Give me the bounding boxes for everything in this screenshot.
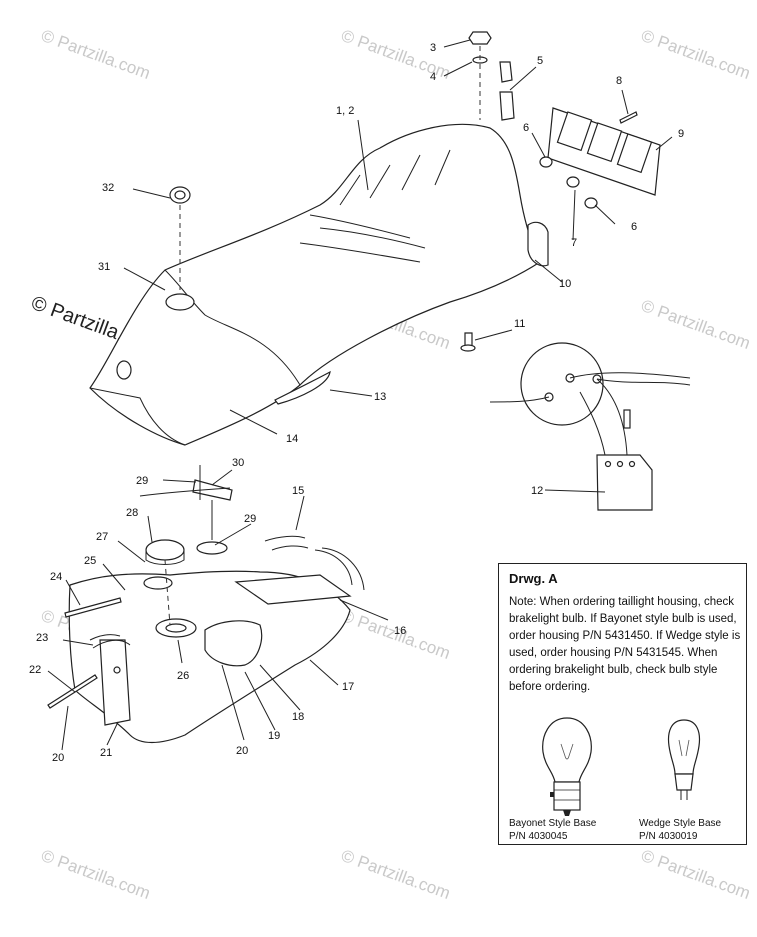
callout-16: 16 [394, 625, 406, 637]
wedge-caption: Wedge Style Base P/N 4030019 [639, 817, 721, 843]
callout-11: 11 [514, 318, 525, 330]
bulb-icon [566, 176, 580, 188]
callout-21: 21 [100, 747, 112, 759]
bulb-icon [584, 197, 598, 209]
callout-17: 17 [342, 681, 354, 693]
callout-8: 8 [616, 75, 622, 87]
seat-hole [116, 360, 132, 380]
callout-3: 3 [430, 42, 436, 54]
gasket-icon [143, 576, 173, 590]
watermark: © Partzilla.com [639, 296, 753, 353]
pin-icon [47, 674, 98, 709]
bayonet-bulb-icon [542, 717, 592, 816]
nut-icon [468, 31, 492, 45]
strap-icon [264, 535, 309, 551]
watermark: © Partzilla.com [339, 846, 453, 903]
pad-icon [234, 574, 352, 605]
wedge-name: Wedge Style Base [639, 818, 722, 829]
callout-7: 7 [571, 237, 577, 249]
watermark: © Partzilla.com [639, 26, 753, 83]
bayonet-caption: Bayonet Style Base P/N 4030045 [509, 817, 596, 843]
seat-fill-opening [165, 293, 195, 311]
relay-box [596, 454, 653, 511]
callout-30: 30 [232, 457, 244, 469]
leader-lines [47, 39, 673, 751]
watermark: © Partzilla.com [639, 846, 753, 903]
strap-icon [314, 547, 365, 591]
hardware-top [169, 31, 638, 352]
bayonet-part-number: P/N 4030045 [509, 831, 568, 842]
callout-1-2: 1, 2 [336, 105, 354, 117]
seat-strip [274, 370, 331, 405]
bayonet-name: Bayonet Style Base [509, 818, 597, 829]
callout-20: 20 [236, 745, 248, 757]
callout-6: 6 [523, 122, 529, 134]
mount-plate [99, 639, 131, 726]
brake-switch-diagram [489, 342, 691, 511]
drawing-a-note-box: Drwg. A Note: When ordering taillight ho… [498, 563, 747, 845]
callout-19: 19 [268, 730, 280, 742]
callout-26: 26 [177, 670, 189, 682]
callout-5: 5 [537, 55, 543, 67]
fuel-gauge-opening [204, 620, 263, 667]
callout-29: 29 [136, 475, 148, 487]
callout-10: 10 [559, 278, 571, 290]
callout-9: 9 [678, 128, 684, 140]
note-text: Note: When ordering taillight housing, c… [509, 596, 741, 693]
fuel-tank-drawing [47, 465, 365, 744]
seat-drawing [89, 123, 549, 446]
callout-18: 18 [292, 711, 304, 723]
callout-12: 12 [531, 485, 543, 497]
switch-plate [520, 342, 604, 426]
callouts: 3 4 5 8 9 1, 2 6 6 7 32 31 10 11 13 14 1… [29, 42, 684, 764]
seat-end-cap [527, 221, 549, 267]
rod-icon [64, 597, 122, 618]
bracket-icon [499, 61, 515, 121]
callout-23: 23 [36, 632, 48, 644]
note-title: Drwg. A [509, 571, 558, 586]
callout-13: 13 [374, 391, 386, 403]
callout-15: 15 [292, 485, 304, 497]
fuel-tank-body [68, 570, 351, 744]
callout-27: 27 [96, 531, 108, 543]
callout-31: 31 [98, 261, 110, 273]
callout-22: 22 [29, 664, 41, 676]
fuel-cap-icon [145, 539, 185, 561]
bracket-plate [192, 479, 233, 501]
callout-29: 29 [244, 513, 256, 525]
callout-24: 24 [50, 571, 62, 583]
callout-4: 4 [430, 71, 436, 83]
callout-25: 25 [84, 555, 96, 567]
callout-28: 28 [126, 507, 138, 519]
watermark: © Partzilla.com [39, 26, 153, 83]
bulb-icon [539, 156, 553, 168]
callout-6: 6 [631, 221, 637, 233]
callout-14: 14 [286, 433, 298, 445]
wedge-part-number: P/N 4030019 [639, 831, 698, 842]
screw-icon [619, 111, 638, 124]
callout-32: 32 [102, 182, 114, 194]
callout-20: 20 [52, 752, 64, 764]
seat-body [89, 123, 541, 446]
taillight-housing [547, 107, 661, 196]
wedge-bulb-icon [667, 719, 701, 800]
watermark: © Partzilla.com [39, 846, 153, 903]
clamp-ring [196, 541, 228, 555]
